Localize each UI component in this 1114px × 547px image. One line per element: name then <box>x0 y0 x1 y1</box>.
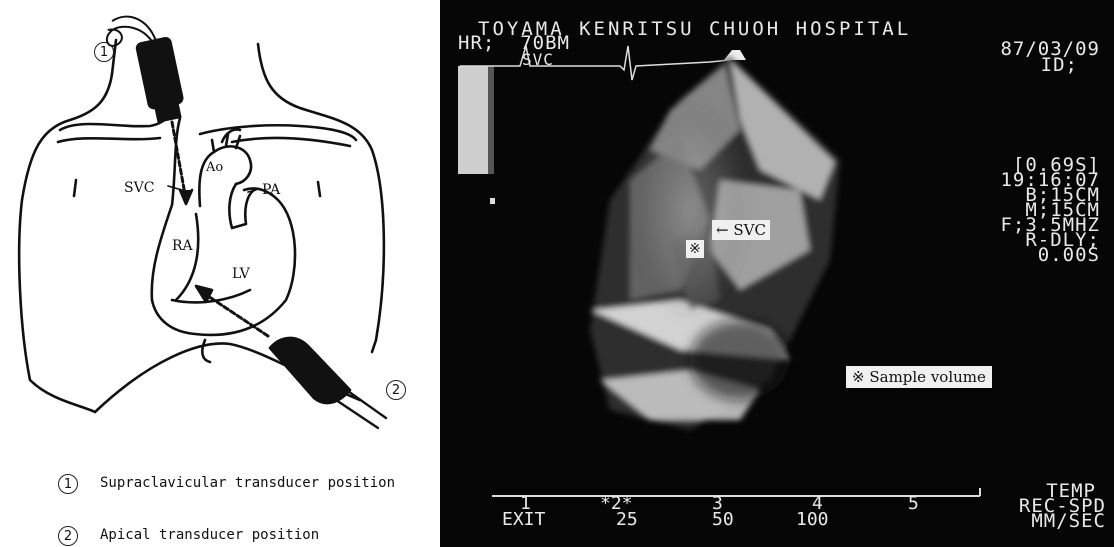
marker-2: 2 <box>386 380 406 400</box>
anatomy-diagram-panel: 1 2 SVC Ao PA RA LV 1 Supraclavicular tr… <box>0 0 430 547</box>
marker-1: 1 <box>94 42 114 62</box>
label-svc: SVC <box>124 180 154 196</box>
sample-volume-legend: ※ Sample volume <box>846 366 992 388</box>
svc-trace-label: SVC <box>522 52 554 67</box>
supraclavicular-transducer <box>103 8 186 128</box>
legend-item-2: 2 Apical transducer position <box>58 526 400 546</box>
label-ra: RA <box>172 238 193 254</box>
beam-apex <box>208 296 268 336</box>
sample-volume-marker-icon: ※ <box>686 240 704 258</box>
echo-image <box>440 0 1114 547</box>
heart-outline <box>152 118 295 335</box>
speed-100: 100 <box>796 512 829 528</box>
speed-50: 50 <box>712 512 734 528</box>
param-r-dly-value: 0.00S <box>1000 248 1100 263</box>
sample-volume-text: Sample volume <box>869 368 986 386</box>
label-ao: Ao <box>206 160 223 175</box>
label-lv: LV <box>232 266 250 282</box>
legend-marker-2: 2 <box>58 526 78 546</box>
sample-volume-icon: ※ <box>852 368 869 386</box>
left-arrow-icon: ← <box>716 221 733 239</box>
label-pa: PA <box>262 182 280 198</box>
heart-rate: HR; 70BM <box>458 36 570 51</box>
aorta <box>199 146 251 206</box>
legend-item-1: 1 Supraclavicular transducer position <box>58 474 400 494</box>
scale-5: 5 <box>908 496 919 512</box>
svc-arrow-label: ← SVC <box>712 220 770 240</box>
legend-marker-1: 1 <box>58 474 78 494</box>
echocardiogram-screen: TOYAMA KENRITSU CHUOH HOSPITAL HR; 70BM … <box>440 0 1114 547</box>
scan-parameters: [0.69S] 19:16:07 B;15CM M;15CM F;3.5MHZ … <box>1000 158 1100 263</box>
speed-25: 25 <box>616 512 638 528</box>
legend-text-1: Supraclavicular transducer position <box>100 474 400 492</box>
patient-id: ID; <box>1041 58 1078 73</box>
exit-option: EXIT <box>502 512 545 528</box>
apical-transducer <box>270 338 386 428</box>
legend-text-2: Apical transducer position <box>100 526 400 544</box>
svc-label-text: SVC <box>733 221 766 239</box>
greyscale-bar <box>458 66 488 174</box>
chest-diagram <box>0 0 430 440</box>
mm-sec-label: MM/SEC <box>1031 514 1106 529</box>
